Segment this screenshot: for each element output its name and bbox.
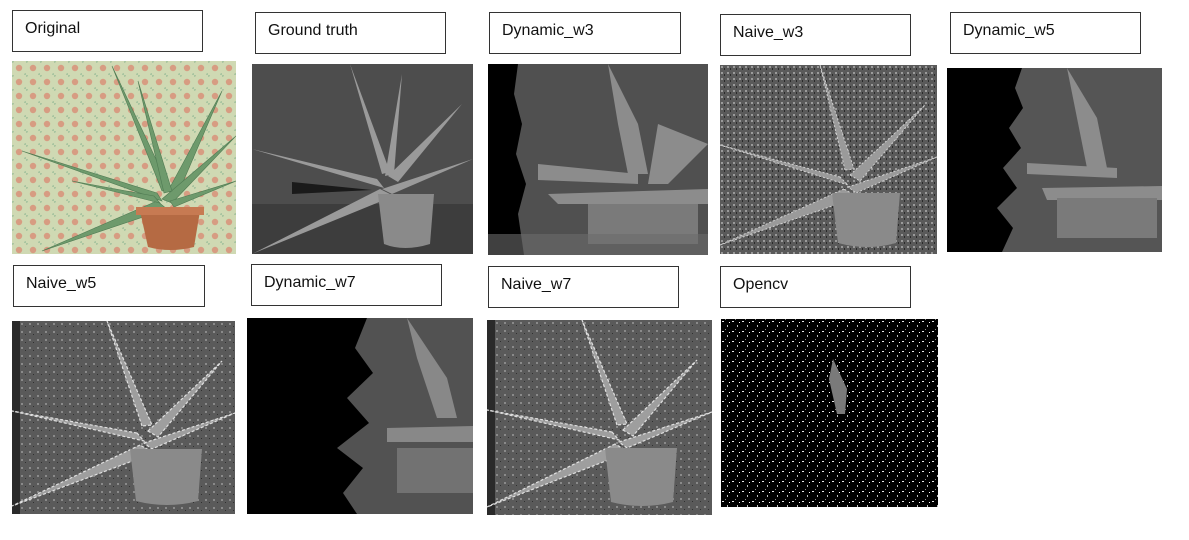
label-dynamic-w3: Dynamic_w3 — [489, 12, 681, 54]
label-dynamic-w7: Dynamic_w7 — [251, 264, 442, 306]
label-naive-w7: Naive_w7 — [488, 266, 679, 308]
label-original: Original — [12, 10, 203, 52]
label-naive-w5: Naive_w5 — [13, 265, 205, 307]
dynamic-w5-image — [947, 68, 1162, 252]
label-opencv: Opencv — [720, 266, 911, 308]
naive-w3-image — [720, 65, 937, 254]
original-image — [12, 61, 236, 254]
dynamic-w3-image — [488, 64, 708, 255]
naive-w7-image — [487, 320, 712, 515]
label-ground-truth: Ground truth — [255, 12, 446, 54]
label-dynamic-w5: Dynamic_w5 — [950, 12, 1141, 54]
ground-truth-image — [252, 64, 473, 254]
naive-w5-image — [12, 321, 235, 514]
opencv-image — [721, 319, 938, 507]
dynamic-w7-image — [247, 318, 473, 514]
label-naive-w3: Naive_w3 — [720, 14, 911, 56]
